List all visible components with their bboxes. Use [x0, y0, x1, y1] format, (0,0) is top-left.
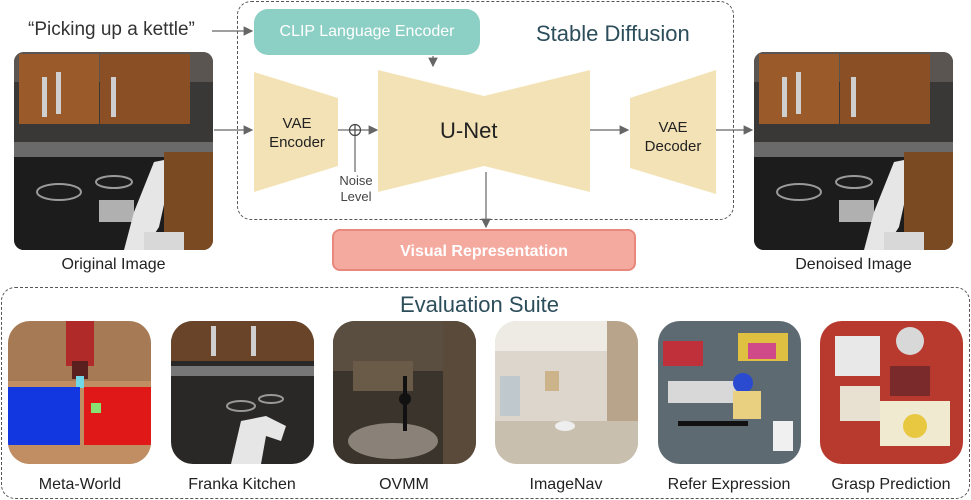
task-label-franka-kitchen: Franka Kitchen [188, 476, 296, 493]
denoised-image-label: Denoised Image [795, 256, 912, 273]
prompt-text: “Picking up a kettle” [28, 19, 195, 40]
evaluation-suite-box [1, 287, 970, 499]
imagenav-thumbnail [495, 321, 638, 464]
ovmm-thumbnail [333, 321, 476, 464]
unet-shape [378, 70, 590, 192]
noise-level-label: Noise Level [339, 173, 373, 204]
diagram-connectors [212, 26, 754, 229]
task-label-meta-world: Meta-World [38, 476, 122, 493]
franka-kitchen-thumbnail [171, 321, 314, 464]
denoised-image [754, 52, 953, 250]
task-label-ovmm: OVMM [379, 476, 429, 493]
task-label-imagenav: ImageNav [529, 476, 603, 493]
grasp-prediction-thumbnail [820, 321, 963, 464]
vae-encoder-label: VAE Encoder [269, 115, 325, 151]
original-image-label: Original Image [61, 256, 166, 273]
clip-language-encoder: CLIP Language Encoder [254, 9, 480, 55]
evaluation-suite-title: Evaluation Suite [400, 292, 559, 317]
refer-expression-thumbnail [658, 321, 801, 464]
original-image [14, 52, 213, 250]
visual-representation-box: Visual Representation [332, 229, 636, 271]
vae-encoder-shape [254, 72, 338, 192]
stable-diffusion-title: Stable Diffusion [536, 21, 690, 46]
meta-world-thumbnail [8, 321, 151, 464]
vae-decoder-shape [630, 70, 716, 194]
unet-label: U-Net [440, 118, 498, 143]
task-label-refer-expression: Refer Expression [667, 476, 791, 493]
vae-decoder-label: VAE Decoder [644, 119, 702, 155]
task-label-grasp-prediction: Grasp Prediction [831, 476, 951, 493]
